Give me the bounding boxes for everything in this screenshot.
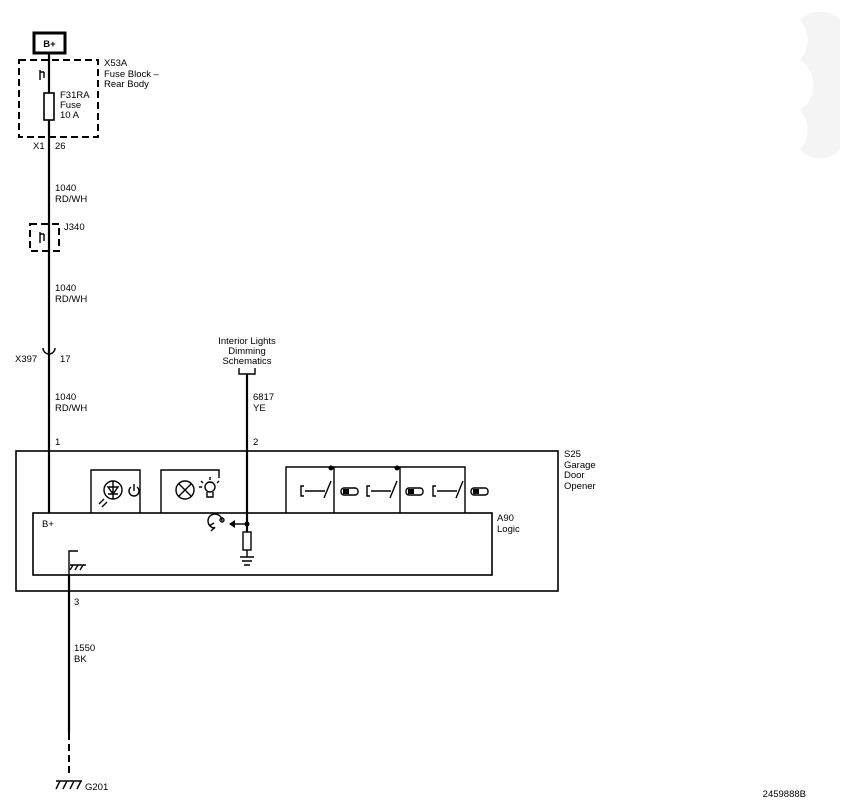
fuse-block-terminal-icon — [39, 70, 45, 80]
splice-j340: J340 — [29, 222, 85, 252]
connector-cup-icon — [42, 347, 56, 355]
connector-id: X397 — [15, 354, 37, 365]
module-name-2: Door — [564, 470, 585, 481]
module-pin-ground: 3 — [74, 597, 79, 608]
splice-id: J340 — [64, 222, 85, 233]
power-symbol-icon — [128, 484, 140, 497]
module-pin-power: 1 — [55, 437, 60, 448]
wire-1550-color: BK — [74, 654, 87, 665]
wire-1040-a-color: RD/WH — [55, 194, 87, 205]
illumination-lamp-icon — [160, 469, 220, 513]
wire-1040-b-color: RD/WH — [55, 294, 87, 305]
button-switch-2-icon — [366, 465, 424, 499]
logic-unit: B+ A90 Logic — [32, 512, 520, 576]
module-name-1: Garage — [564, 460, 596, 471]
fuse-block: X53A Fuse Block – Rear Body F31RA Fuse 1… — [18, 58, 160, 152]
logic-id: A90 — [497, 513, 514, 524]
wire-1040-a-circuit: 1040 — [55, 183, 76, 194]
fuse-icon — [43, 92, 55, 121]
dimming-input-icon — [207, 513, 254, 566]
garage-door-opener-module: 1 2 S25 Garage Door Opener 3 — [15, 437, 596, 608]
ground-id: G201 — [85, 782, 108, 793]
fuse-id: F31RA — [60, 90, 90, 101]
fuse-word: Fuse — [60, 100, 81, 111]
wire-1040-c-color: RD/WH — [55, 403, 87, 414]
fuse-block-name-2: Rear Body — [104, 79, 149, 90]
module-pin-dimming: 2 — [253, 437, 258, 448]
button-switch-3-icon — [432, 480, 489, 499]
module-name-3: Opener — [564, 481, 596, 492]
fuse-rating: 10 A — [60, 110, 80, 121]
chassis-ground-icon — [240, 550, 254, 566]
wire-1040-c-circuit: 1040 — [55, 392, 76, 403]
reference-bracket-icon — [238, 368, 256, 375]
button-switch-1-icon — [300, 465, 359, 499]
dimming-ref-line1: Interior Lights — [218, 336, 276, 347]
connector-pin: 17 — [60, 354, 71, 365]
bulb-icon — [199, 477, 220, 498]
module-id: S25 — [564, 449, 581, 460]
splice-terminal-icon — [39, 232, 45, 243]
wire-6817-circuit: 6817 — [253, 392, 274, 403]
dimming-reference: Interior Lights Dimming Schematics — [218, 336, 276, 375]
logic-name: Logic — [497, 524, 520, 535]
wire-1550-circuit: 1550 — [74, 643, 95, 654]
figure-number: 2459888B — [763, 789, 806, 800]
battery-label: B+ — [43, 39, 56, 50]
wire-6817-color: YE — [253, 403, 266, 414]
logic-bplus: B+ — [42, 519, 54, 530]
wire-1040-b-circuit: 1040 — [55, 283, 76, 294]
page-edge-decoration — [800, 11, 840, 159]
resistor-icon — [242, 531, 252, 551]
dimming-ref-line2: Dimming — [228, 346, 265, 357]
fuse-block-id: X53A — [104, 58, 128, 69]
internal-ground-icon — [68, 550, 86, 575]
dimming-ref-line3: Schematics — [222, 356, 271, 367]
ground-g201: G201 — [55, 780, 108, 793]
battery-terminal: B+ — [32, 31, 67, 55]
fuse-block-name-1: Fuse Block – — [104, 69, 160, 80]
ground-symbol-icon — [55, 780, 82, 790]
switch-group — [285, 465, 489, 513]
inline-connector-x397: X397 17 — [15, 347, 71, 365]
status-led-icon — [90, 469, 141, 513]
fuse-block-pin: 26 — [55, 141, 66, 152]
fuse-block-connector: X1 — [33, 141, 45, 152]
